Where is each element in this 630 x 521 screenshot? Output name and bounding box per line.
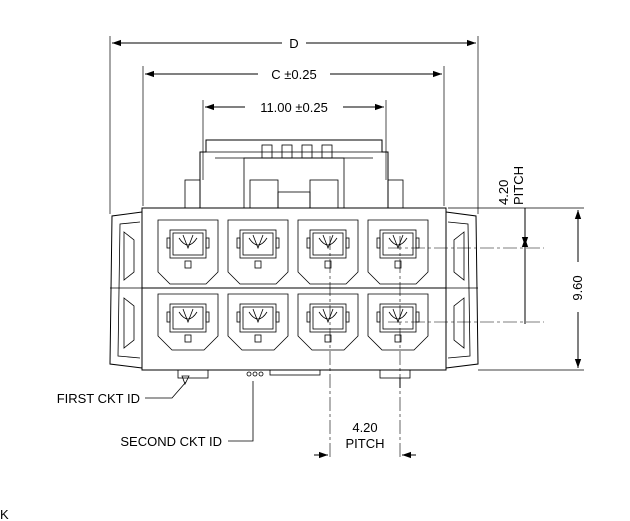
cavity bbox=[227, 219, 289, 285]
first-ckt-label: FIRST CKT ID bbox=[57, 391, 140, 406]
pitch-bottom-word: PITCH bbox=[346, 436, 385, 451]
dimension-11-label: 11.00 ±0.25 bbox=[260, 100, 328, 115]
cavity bbox=[157, 219, 219, 285]
pitch-centerlines bbox=[329, 236, 544, 460]
second-ckt-callout: SECOND CKT ID bbox=[120, 371, 264, 449]
pitch-top-value: 4.20 bbox=[496, 180, 511, 205]
cavity bbox=[157, 293, 219, 351]
dimension-d-label: D bbox=[289, 36, 298, 51]
dimension-height: 9.60 bbox=[448, 207, 585, 371]
second-ckt-label: SECOND CKT ID bbox=[120, 434, 222, 449]
pitch-bottom: 4.20 PITCH bbox=[314, 420, 416, 459]
right-wing bbox=[445, 211, 479, 369]
cavity-grid bbox=[157, 219, 429, 351]
pitch-top-word: PITCH bbox=[511, 166, 526, 205]
first-ckt-callout: FIRST CKT ID bbox=[57, 375, 190, 406]
left-wing bbox=[109, 211, 143, 369]
pitch-top: 4.20 PITCH bbox=[496, 166, 529, 324]
latch bbox=[184, 139, 404, 209]
cavity bbox=[227, 293, 289, 351]
cavity bbox=[297, 293, 359, 351]
cavity bbox=[297, 219, 359, 285]
dimension-11: 11.00 ±0.25 bbox=[202, 100, 387, 180]
dimension-height-label: 9.60 bbox=[570, 275, 585, 300]
dimension-d: D bbox=[109, 36, 479, 214]
corner-mark: K bbox=[0, 507, 9, 521]
cavity bbox=[367, 219, 429, 285]
dimension-c-label: C ±0.25 bbox=[271, 67, 316, 82]
pitch-bottom-value: 4.20 bbox=[352, 420, 377, 435]
housing-body bbox=[141, 207, 447, 371]
bottom-rail bbox=[177, 369, 411, 388]
dimension-c: C ±0.25 bbox=[142, 66, 445, 206]
